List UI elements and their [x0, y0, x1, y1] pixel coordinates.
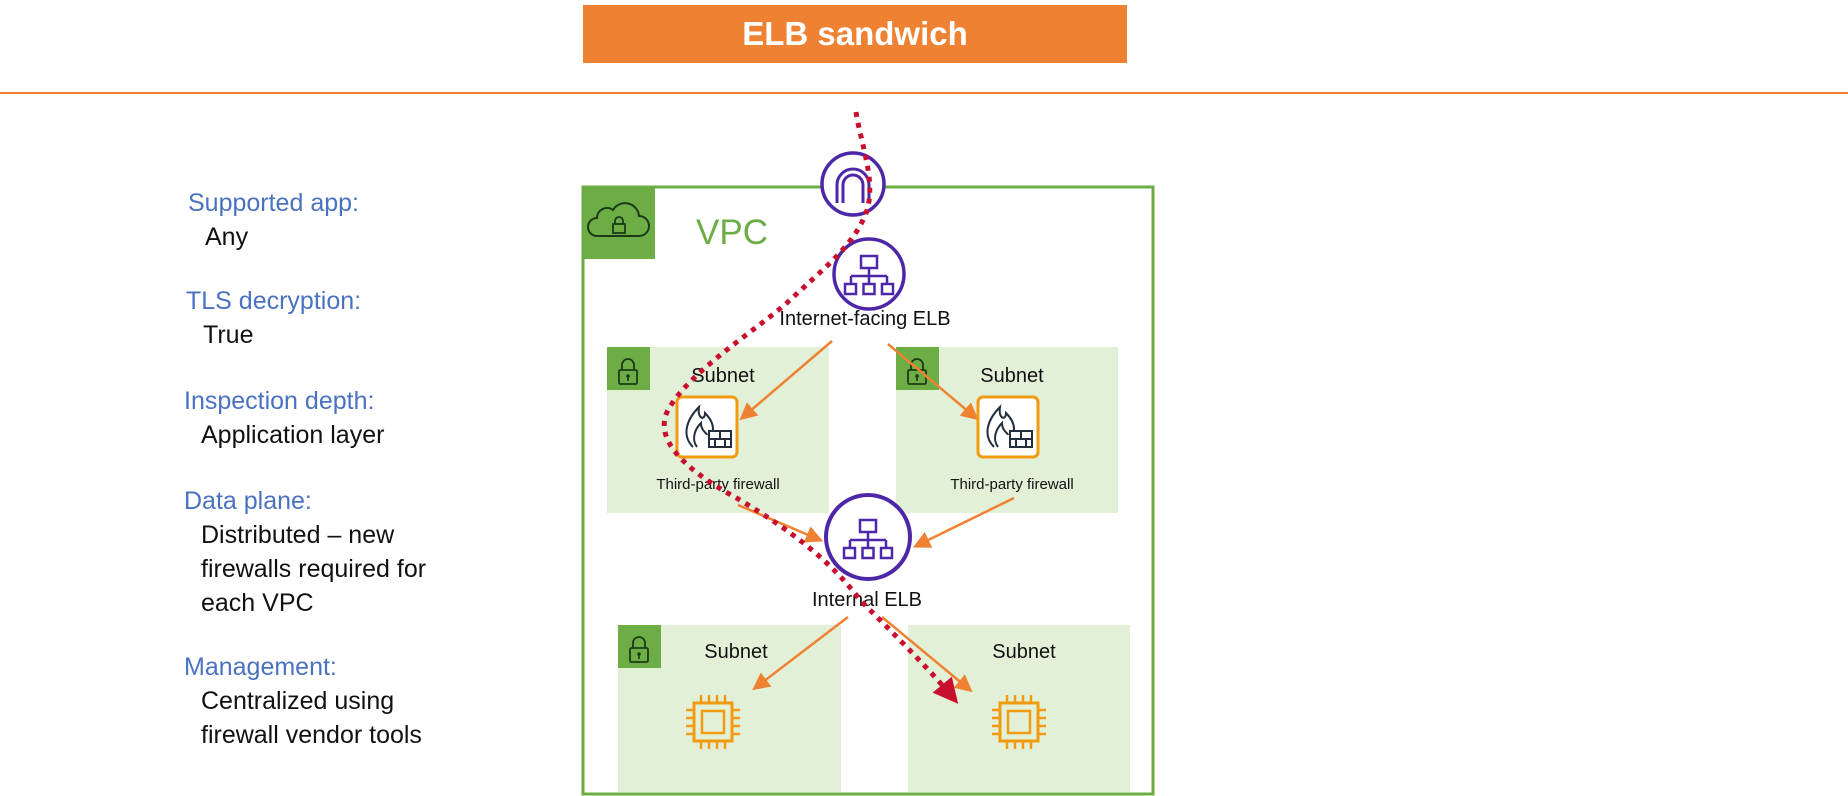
flow-arrow — [739, 340, 833, 421]
prop-management: Management: Centralized using firewall v… — [184, 650, 524, 752]
internet-facing-elb — [832, 237, 906, 311]
prop-value: Distributed – new firewalls required for… — [201, 521, 427, 617]
flow-arrow — [887, 343, 979, 421]
prop-value: Centralized using firewall vendor tools — [201, 687, 422, 749]
subnet-label: Subnet — [980, 365, 1044, 387]
flow-arrow — [737, 503, 824, 543]
firewall-icon — [976, 395, 1040, 459]
vpc-cloud-lock-icon — [587, 202, 650, 237]
subnet-lock-badge — [618, 625, 661, 668]
firewall-icon — [675, 395, 739, 459]
prop-label: Management: — [184, 653, 337, 681]
subnet-label: Subnet — [704, 641, 768, 663]
firewall-label: Third-party firewall — [950, 476, 1073, 493]
prop-value: Application layer — [201, 421, 385, 449]
prop-label: Supported app: — [188, 189, 359, 217]
subnet-label: Subnet — [691, 365, 755, 387]
prop-value: Any — [205, 223, 249, 251]
prop-data-plane: Data plane: Distributed – new firewalls … — [184, 484, 524, 620]
internal-elb-label: Internal ELB — [812, 589, 922, 611]
subnet-label: Subnet — [992, 641, 1056, 663]
prop-label: Data plane: — [184, 487, 312, 515]
subnet-lock-badge — [607, 347, 650, 390]
internet-gateway-icon — [820, 151, 886, 217]
internet-elb-label: Internet-facing ELB — [779, 308, 950, 330]
prop-label: Inspection depth: — [184, 387, 375, 415]
internal-elb — [824, 493, 912, 581]
firewall-label: Third-party firewall — [656, 476, 779, 493]
subnet-app-right — [908, 625, 1130, 792]
prop-tls-decryption: TLS decryption: True — [186, 284, 526, 352]
page-title: ELB sandwich — [583, 5, 1127, 63]
prop-supported-app: Supported app: Any — [188, 186, 528, 254]
prop-label: TLS decryption: — [186, 287, 362, 315]
title-divider — [0, 92, 1848, 94]
flow-arrow — [752, 616, 849, 691]
prop-value: True — [203, 321, 254, 349]
vpc-badge — [583, 187, 655, 259]
vpc-label: VPC — [696, 213, 768, 252]
prop-inspection-depth: Inspection depth: Application layer — [184, 384, 524, 452]
flow-arrow — [912, 496, 1015, 548]
traffic-path — [661, 111, 959, 704]
